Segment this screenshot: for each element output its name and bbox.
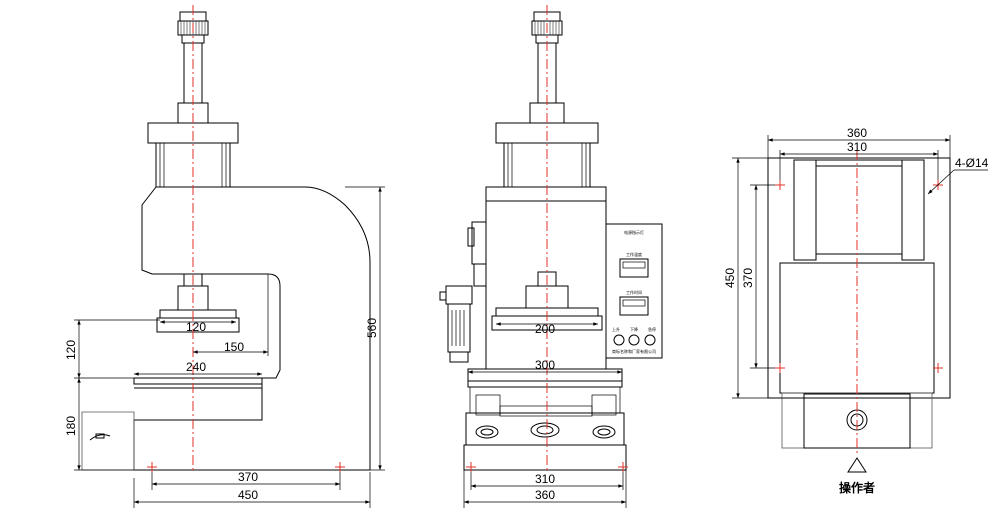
side-dim-plate-width: 120 xyxy=(186,320,206,334)
front-pneumatic-valve xyxy=(439,221,487,363)
side-dim-height: 560 xyxy=(365,318,379,338)
front-dim-base-width: 360 xyxy=(535,488,555,502)
down-knob-icon xyxy=(628,334,640,346)
side-heat-plate xyxy=(159,309,237,319)
foot-pedal-icon xyxy=(89,434,111,441)
top-hole-callout: 4-Ø14 xyxy=(955,156,989,170)
side-dim-table-width: 240 xyxy=(186,360,206,374)
top-dim-depth: 450 xyxy=(723,268,737,288)
knob-label-stop: 急停 xyxy=(648,326,656,332)
front-dim-hole-spacing: 310 xyxy=(535,472,555,486)
up-knob-icon xyxy=(613,334,625,346)
panel-section-temperature: 工作温度 xyxy=(626,251,642,257)
top-dim-hole-spacing: 310 xyxy=(847,140,867,154)
top-dim-hole-depth: 370 xyxy=(741,268,755,288)
front-dim-plate-width: 200 xyxy=(535,322,555,336)
operator-triangle-icon xyxy=(847,457,867,473)
side-dim-throat-depth: 150 xyxy=(224,340,244,354)
operator-label: 操作者 xyxy=(839,480,875,495)
panel-maker: 商标名称和厂家有限公司 xyxy=(612,348,656,354)
temperature-controller xyxy=(619,258,649,278)
side-c-frame xyxy=(133,186,371,471)
top-dim-width: 360 xyxy=(847,126,867,140)
knob-label-down: 下降 xyxy=(630,326,638,332)
top-view: 360 310 450 370 4-Ø14 操作者 xyxy=(723,126,989,495)
side-dim-stroke: 120 xyxy=(64,340,78,360)
side-dim-base-length: 450 xyxy=(238,488,258,502)
panel-title: 电源指示灯 xyxy=(624,229,644,235)
top-base-outline xyxy=(767,157,951,399)
front-dim-table-width: 300 xyxy=(535,358,555,372)
stop-knob-icon xyxy=(644,334,656,346)
panel-section-time: 工作时间 xyxy=(626,289,642,295)
side-view: 120 150 240 370 450 560 120 180 xyxy=(64,5,385,508)
knob-label-up: 上升 xyxy=(612,326,620,332)
front-frame-body xyxy=(485,200,607,370)
timer-controller xyxy=(619,296,649,316)
side-work-table xyxy=(133,377,263,385)
front-control-panel: 电源指示灯 工作温度 工作时间 上升 下降 急停 商标名称和厂家有限公司 xyxy=(605,223,663,359)
side-dim-table-height: 180 xyxy=(64,416,78,436)
side-dim-hole-spacing: 370 xyxy=(238,470,258,484)
front-view: 电源指示灯 工作温度 工作时间 上升 下降 急停 商标名称和厂家有限公司 200… xyxy=(439,5,663,508)
